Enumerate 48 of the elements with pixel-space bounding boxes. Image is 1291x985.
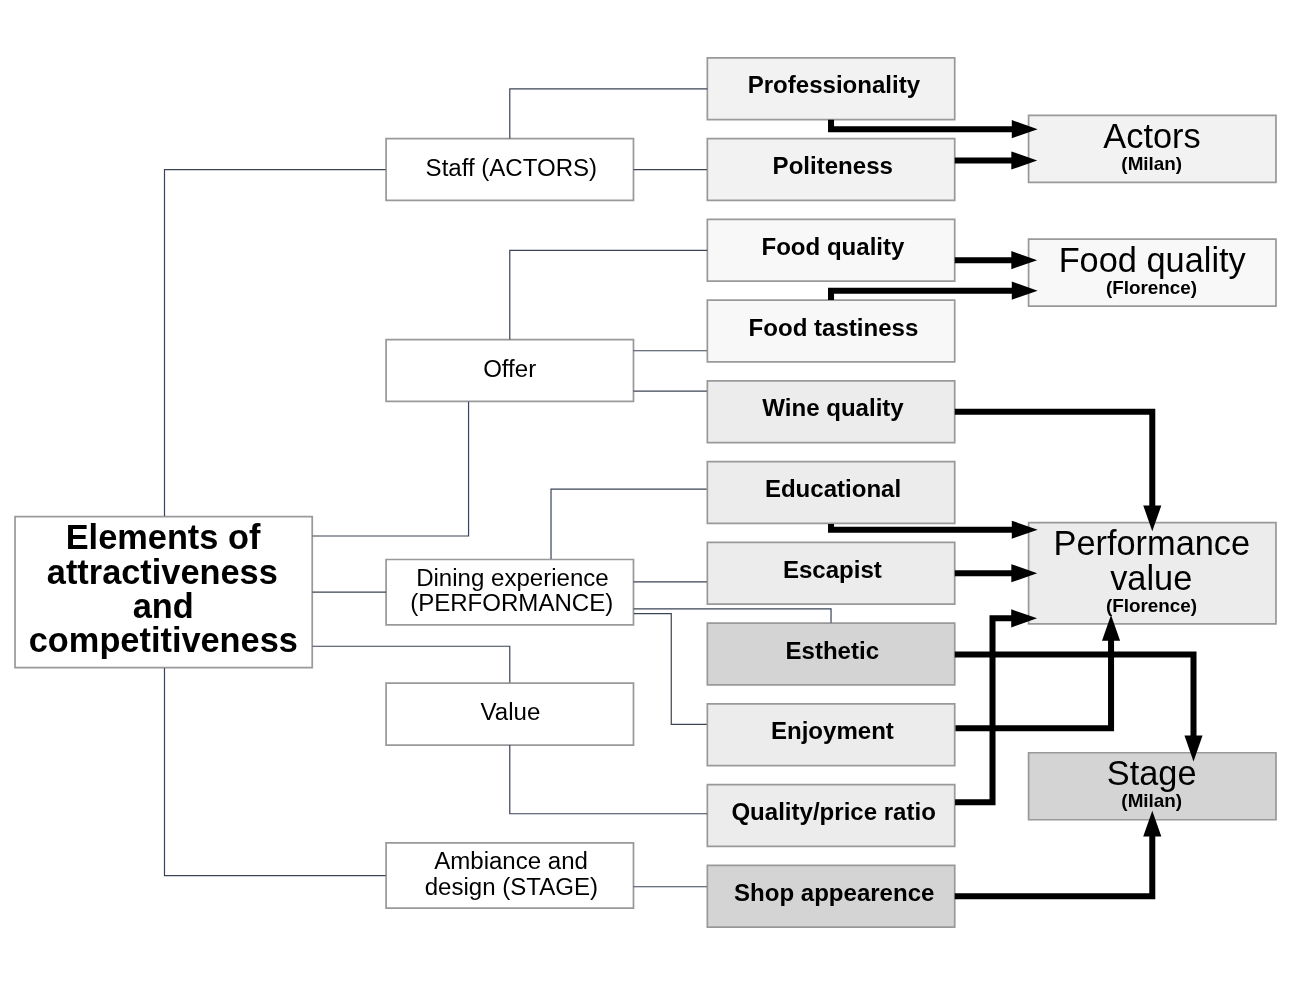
arrow	[954, 151, 1038, 170]
node-box: Staff (ACTORS)	[385, 137, 635, 202]
node-box: Elements of attractiveness and competitiveness	[14, 515, 314, 669]
node-box: Actors (Milan)	[1027, 114, 1277, 184]
node-box: Performance value (Florence)	[1027, 521, 1277, 625]
connector	[632, 168, 708, 171]
arrow	[954, 810, 1162, 900]
connector	[632, 390, 708, 392]
arrow	[828, 281, 1038, 300]
connector	[311, 591, 387, 593]
node-box: Food quality (Florence)	[1027, 238, 1277, 307]
connector	[163, 168, 387, 517]
arrow	[955, 609, 1038, 806]
arrow	[828, 119, 1038, 139]
node-box: Food tastiness	[706, 299, 956, 363]
arrow	[954, 408, 1162, 532]
connector	[311, 401, 470, 537]
connector	[509, 744, 708, 815]
node-box: Educational	[706, 460, 956, 525]
connector	[509, 88, 708, 140]
connector	[632, 581, 708, 583]
node-box: Wine quality	[706, 379, 956, 444]
node-box: Ambiance and design (STAGE)	[385, 842, 635, 910]
node-box: Politeness	[706, 137, 956, 202]
connector	[509, 249, 708, 341]
node-box: Value	[385, 682, 635, 746]
connector	[632, 608, 832, 624]
node-box: Enjoyment	[706, 702, 956, 767]
connector	[632, 886, 708, 888]
connector	[632, 350, 708, 352]
node-box: Esthetic	[706, 622, 956, 686]
arrow	[955, 614, 1121, 732]
arrow	[828, 520, 1038, 539]
node-box: Escapist	[706, 541, 956, 605]
node-box: Offer	[385, 338, 635, 403]
node-box: Dining experience (PERFORMANCE)	[385, 558, 635, 626]
arrow	[954, 651, 1203, 762]
arrow	[954, 251, 1038, 270]
node-box: Professionality	[706, 57, 956, 121]
connector	[311, 645, 511, 684]
connector	[633, 613, 708, 725]
arrow	[954, 564, 1038, 583]
connector	[550, 488, 708, 560]
connector	[163, 667, 387, 877]
node-box: Food quality	[706, 218, 956, 283]
node-box: Stage (Milan)	[1027, 751, 1277, 821]
node-box: Quality/price ratio	[706, 783, 956, 848]
node-box: Shop appearence	[706, 864, 956, 928]
